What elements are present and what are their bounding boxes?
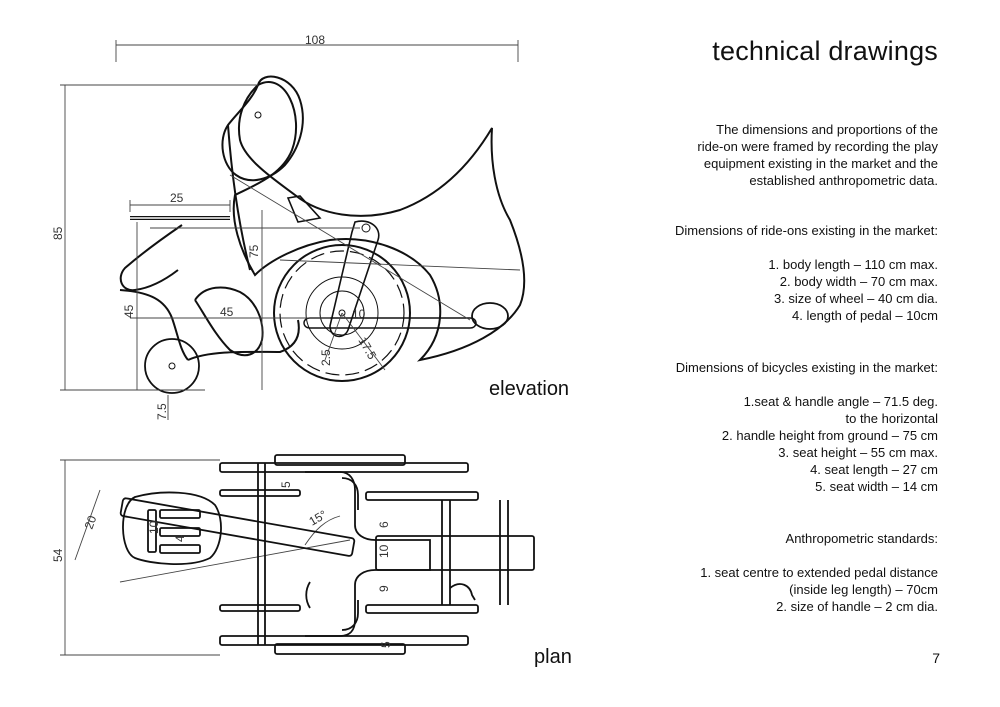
bicycle-item: 1.seat & handle angle – 71.5 deg. (743, 394, 938, 409)
bicycle-item: to the horizontal (845, 411, 938, 426)
main-wheel (273, 244, 411, 382)
dim-grip-2: 4 (173, 535, 187, 542)
front-bar (119, 289, 189, 361)
rideon-item: 2. body width – 70 cm max. (779, 274, 938, 289)
front-arm (119, 224, 183, 292)
intro-paragraph: The dimensions and proportions of the ri… (618, 121, 938, 189)
rear-cutout (471, 302, 509, 330)
dim-tab-2: 6 (377, 521, 391, 528)
dim-tab-4: 9 (377, 585, 391, 592)
chassis (187, 319, 300, 361)
seat-back (221, 75, 304, 182)
dim-tab-1: 5 (279, 481, 293, 488)
bicycle-item: 3. seat height – 55 cm max. (778, 445, 938, 460)
bicycle-heading: Dimensions of bicycles existing in the m… (675, 360, 938, 375)
anthro-item: 2. size of handle – 2 cm dia. (776, 599, 938, 614)
front-wheel (144, 338, 200, 394)
anthro-heading: Anthropometric standards: (785, 531, 938, 546)
dim-handle-angle: 20 (82, 513, 100, 531)
handle (122, 491, 222, 565)
dim-total-height: 85 (51, 226, 65, 240)
page-title: technical drawings (712, 36, 938, 66)
rideon-item: 4. length of pedal – 10cm (792, 308, 938, 323)
dim-plan-width: 54 (51, 548, 65, 562)
page-number: 7 (932, 650, 940, 666)
rideon-section: Dimensions of ride-ons existing in the m… (618, 222, 938, 324)
plan-body (305, 471, 431, 637)
rideon-heading: Dimensions of ride-ons existing in the m… (674, 223, 938, 238)
dim-ground: 7.5 (155, 403, 169, 420)
rideon-item: 3. size of wheel – 40 cm dia. (773, 291, 938, 306)
dim-tab-3: 10 (377, 544, 391, 558)
anthro-item: 1. seat centre to extended pedal distanc… (700, 565, 938, 580)
dim-seat-height: 75 (247, 244, 261, 258)
bicycle-item: 4. seat length – 27 cm (810, 462, 938, 477)
pedal-arm (329, 220, 380, 338)
dim-total-length: 108 (305, 33, 325, 47)
bicycle-item: 5. seat width – 14 cm (815, 479, 938, 494)
bicycle-item: 2. handle height from ground – 75 cm (721, 428, 938, 443)
dim-hub: 2.5 (319, 349, 333, 366)
intro-line: equipment existing in the market and the (703, 156, 938, 171)
plan-label: plan (534, 646, 572, 668)
elevation-label: elevation (489, 378, 570, 400)
anthro-item: (inside leg length) – 70cm (789, 582, 938, 597)
cutout-triangle (286, 195, 322, 223)
body-outline (232, 81, 526, 362)
rideon-item: 1. body length – 110 cm max. (768, 257, 938, 272)
dim-steer-angle: 15° (307, 507, 330, 528)
dim-pedal-reach: 45 (220, 305, 234, 319)
seat-panel (227, 124, 251, 271)
dim-grip-1: 10 (147, 520, 161, 534)
dim-crank: 10 (352, 307, 366, 321)
dim-tab-5: 5 (379, 641, 393, 648)
bicycle-section: Dimensions of bicycles existing in the m… (618, 359, 938, 495)
intro-line: ride-on were framed by recording the pla… (697, 139, 938, 154)
anthro-section: Anthropometric standards: 1. seat centre… (618, 530, 938, 615)
dim-handle-height: 45 (122, 304, 136, 318)
dim-handle-length: 25 (170, 191, 184, 205)
intro-line: established anthropometric data. (749, 173, 938, 188)
intro-line: The dimensions and proportions of the (716, 122, 938, 137)
